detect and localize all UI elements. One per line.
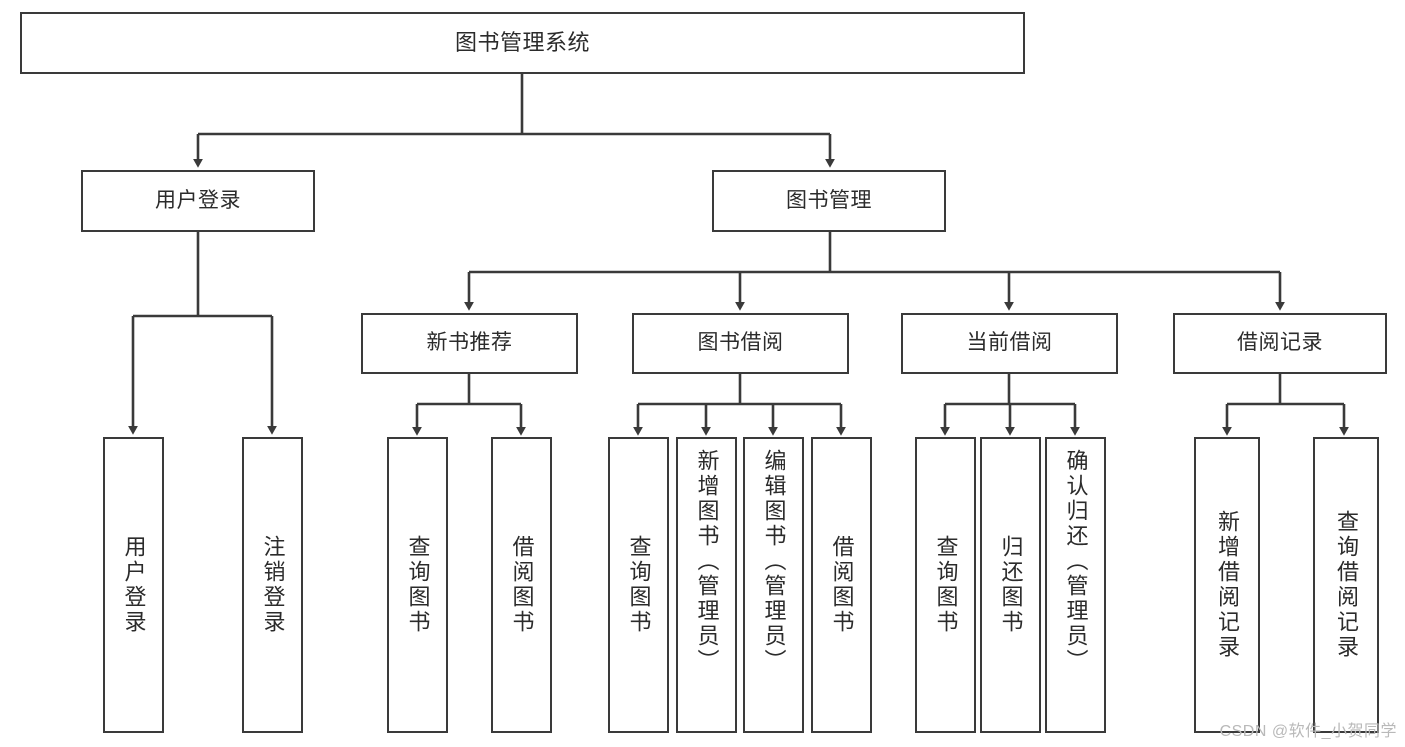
node-book-borrow-label: 图书借阅 <box>697 331 784 355</box>
leaf-add-book-admin-label: 新增图书（管理员） <box>694 449 720 674</box>
leaf-logout[interactable]: 注销登录 <box>242 437 303 733</box>
node-book-management-label: 图书管理 <box>786 188 872 212</box>
node-current-borrow-label: 当前借阅 <box>966 331 1053 355</box>
leaf-logout-label: 注销登录 <box>260 535 286 635</box>
watermark: CSDN @软件_小贺同学 <box>1219 723 1397 740</box>
leaf-user-login-label: 用户登录 <box>121 535 147 635</box>
node-root[interactable]: 图书管理系统 <box>20 12 1025 74</box>
node-borrow-record-label: 借阅记录 <box>1237 331 1323 355</box>
node-current-borrow[interactable]: 当前借阅 <box>901 313 1118 374</box>
leaf-query-book-current[interactable]: 查询图书 <box>915 437 976 733</box>
node-borrow-record[interactable]: 借阅记录 <box>1173 313 1387 374</box>
node-user-login[interactable]: 用户登录 <box>81 170 315 232</box>
leaf-user-login[interactable]: 用户登录 <box>103 437 164 733</box>
leaf-borrow-book[interactable]: 借阅图书 <box>811 437 872 733</box>
leaf-confirm-return-admin-label: 确认归还（管理员） <box>1063 449 1089 674</box>
node-book-management[interactable]: 图书管理 <box>712 170 946 232</box>
node-book-borrow[interactable]: 图书借阅 <box>632 313 849 374</box>
leaf-borrow-book-label: 借阅图书 <box>829 535 855 635</box>
leaf-query-book-current-label: 查询图书 <box>933 535 959 635</box>
leaf-query-borrow-record[interactable]: 查询借阅记录 <box>1313 437 1379 733</box>
leaf-borrow-book-new-label: 借阅图书 <box>509 535 535 635</box>
leaf-add-borrow-record-label: 新增借阅记录 <box>1215 510 1240 660</box>
leaf-query-book-borrow-label: 查询图书 <box>626 535 652 635</box>
leaf-return-book-label: 归还图书 <box>998 535 1024 635</box>
leaf-add-book-admin[interactable]: 新增图书（管理员） <box>676 437 737 733</box>
leaf-add-borrow-record[interactable]: 新增借阅记录 <box>1194 437 1260 733</box>
leaf-borrow-book-new[interactable]: 借阅图书 <box>491 437 552 733</box>
leaf-confirm-return-admin[interactable]: 确认归还（管理员） <box>1045 437 1106 733</box>
node-new-book-recommend-label: 新书推荐 <box>426 331 513 355</box>
leaf-query-book-new-label: 查询图书 <box>405 535 431 635</box>
leaf-query-book-borrow[interactable]: 查询图书 <box>608 437 669 733</box>
node-new-book-recommend[interactable]: 新书推荐 <box>361 313 578 374</box>
leaf-return-book[interactable]: 归还图书 <box>980 437 1041 733</box>
node-user-login-label: 用户登录 <box>155 188 241 212</box>
leaf-edit-book-admin-label: 编辑图书（管理员） <box>761 449 787 674</box>
leaf-edit-book-admin[interactable]: 编辑图书（管理员） <box>743 437 804 733</box>
leaf-query-borrow-record-label: 查询借阅记录 <box>1334 510 1359 660</box>
leaf-query-book-new[interactable]: 查询图书 <box>387 437 448 733</box>
node-root-label: 图书管理系统 <box>454 30 590 56</box>
